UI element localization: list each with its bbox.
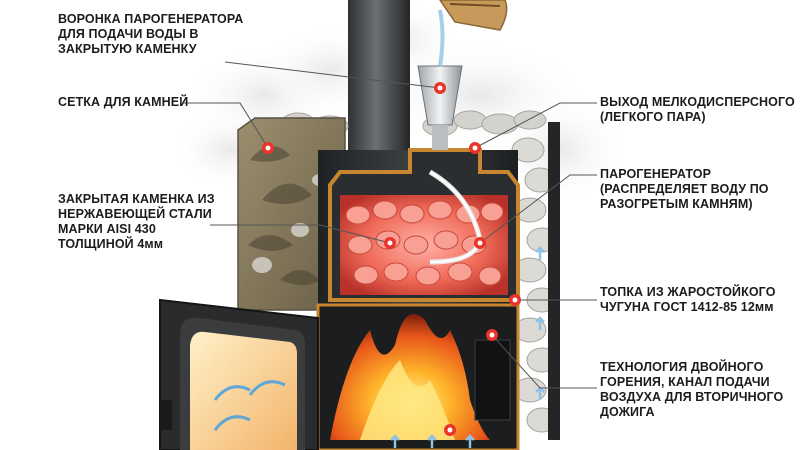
callout-steam-funnel: ВОРОНКА ПАРОГЕНЕРАТОРА ДЛЯ ПОДАЧИ ВОДЫ В… bbox=[58, 12, 243, 57]
callout-line: ГОРЕНИЯ, КАНАЛ ПОДАЧИ bbox=[600, 375, 770, 389]
callout-line: ТЕХНОЛОГИЯ ДВОЙНОГО bbox=[600, 360, 764, 374]
leader-double-burning bbox=[491, 334, 597, 389]
leader-steam-funnel bbox=[224, 61, 441, 89]
callout-line: ТОПКА ИЗ ЖАРОСТОЙКОГО bbox=[600, 285, 776, 299]
callout-line: ВЫХОД МЕЛКОДИСПЕРСНОГО bbox=[600, 95, 795, 109]
marker-fine-steam bbox=[469, 142, 481, 154]
steam-funnel bbox=[417, 9, 463, 150]
callout-line: (ЛЕГКОГО ПАРА) bbox=[600, 110, 706, 124]
leader-closed-heater bbox=[210, 224, 391, 244]
callout-line: ПАРОГЕНЕРАТОР bbox=[600, 167, 712, 181]
leader-lines bbox=[183, 61, 597, 389]
callout-line: НЕРЖАВЕЮЩЕЙ СТАЛИ bbox=[58, 207, 212, 221]
callout-line: СЕТКА ДЛЯ КАМНЕЙ bbox=[58, 95, 189, 109]
outer-casing bbox=[548, 122, 560, 440]
callout-line: ЗАКРЫТАЯ КАМЕНКА ИЗ bbox=[58, 192, 215, 206]
heater-chamber bbox=[328, 148, 520, 302]
air-flow-arrows bbox=[390, 246, 545, 448]
callout-firebox: ТОПКА ИЗ ЖАРОСТОЙКОГО ЧУГУНА ГОСТ 1412-8… bbox=[600, 285, 776, 315]
callout-line: ВОЗДУХА ДЛЯ ВТОРИЧНОГО bbox=[600, 390, 784, 404]
leader-steam-generator bbox=[479, 174, 597, 244]
callout-line: ЧУГУНА ГОСТ 1412-85 12мм bbox=[600, 300, 774, 314]
leader-fine-steam bbox=[474, 102, 597, 149]
marker-stone-mesh bbox=[262, 142, 274, 154]
callout-fine-steam-outlet: ВЫХОД МЕЛКОДИСПЕРСНОГО (ЛЕГКОГО ПАРА) bbox=[600, 95, 795, 125]
callout-steam-generator: ПАРОГЕНЕРАТОР (РАСПРЕДЕЛЯЕТ ВОДУ ПО РАЗО… bbox=[600, 167, 769, 212]
leader-stone-mesh bbox=[183, 102, 269, 149]
firebox bbox=[316, 303, 520, 450]
marker-double-burning bbox=[486, 329, 498, 341]
callout-line: ВОРОНКА ПАРОГЕНЕРАТОРА bbox=[58, 12, 244, 26]
callout-line: РАЗОГРЕТЫМ КАМНЯМ) bbox=[600, 197, 753, 211]
callout-closed-heater: ЗАКРЫТАЯ КАМЕНКА ИЗ НЕРЖАВЕЮЩЕЙ СТАЛИ МА… bbox=[58, 192, 215, 252]
callout-stone-mesh: СЕТКА ДЛЯ КАМНЕЙ bbox=[58, 95, 188, 110]
stove-door bbox=[159, 298, 319, 450]
marker-firebox bbox=[509, 294, 521, 306]
callout-double-burning: ТЕХНОЛОГИЯ ДВОЙНОГО ГОРЕНИЯ, КАНАЛ ПОДАЧ… bbox=[600, 360, 783, 420]
marker-steam-generator bbox=[474, 237, 486, 249]
marker-closed-heater bbox=[384, 237, 396, 249]
callout-line: МАРКИ AISI 430 bbox=[58, 222, 156, 236]
right-stones bbox=[511, 137, 558, 433]
callout-line: (РАСПРЕДЕЛЯЕТ ВОДУ ПО bbox=[600, 182, 769, 196]
marker-steam-funnel bbox=[434, 82, 446, 94]
callout-markers bbox=[262, 82, 521, 436]
callout-line: ЗАКРЫТУЮ КАМЕНКУ bbox=[58, 42, 197, 56]
water-bucket bbox=[439, 0, 508, 31]
callout-line: ТОЛЩИНОЙ 4мм bbox=[58, 237, 164, 251]
callout-line: ДЛЯ ПОДАЧИ ВОДЫ В bbox=[58, 27, 199, 41]
marker-firebox-bottom bbox=[444, 424, 456, 436]
callout-line: ДОЖИГА bbox=[600, 405, 655, 419]
chimney-pipe bbox=[348, 0, 410, 170]
